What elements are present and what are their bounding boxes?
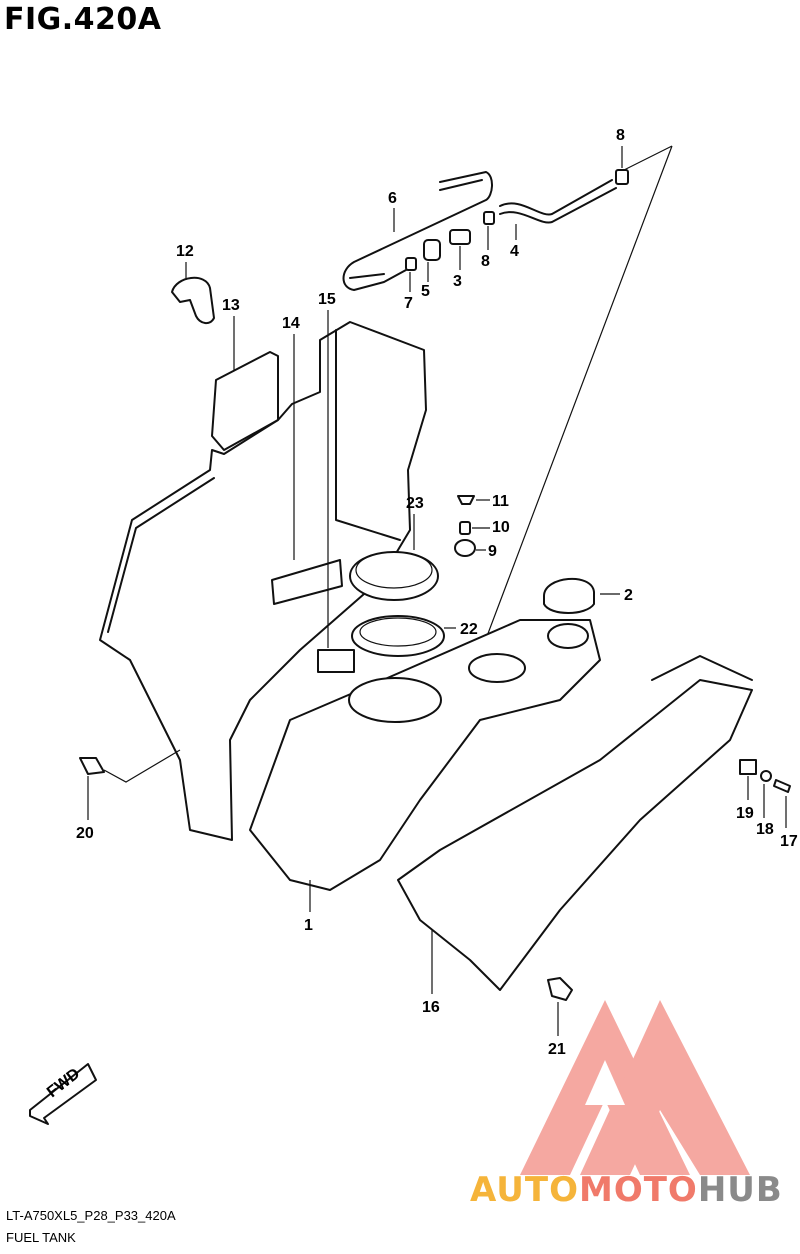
fwd-arrow-icon: FWD [29, 1063, 97, 1125]
callout-labels: 1 2 3 4 5 6 7 8 8 9 10 11 12 13 14 15 16… [76, 127, 798, 1058]
callout-20: 20 [76, 825, 94, 842]
callout-21: 21 [548, 1041, 566, 1058]
fuel-cap-part-2 [543, 578, 595, 614]
callout-4: 4 [510, 243, 519, 260]
callout-22: 22 [460, 621, 478, 638]
callout-8: 8 [616, 127, 625, 144]
collar-part-10 [459, 521, 471, 535]
tank-cover-frame [99, 321, 427, 841]
callout-2: 2 [624, 587, 633, 604]
callout-14: 14 [282, 315, 300, 332]
clip-part-21 [547, 977, 573, 1001]
side-panel-part-16 [397, 679, 753, 991]
seal-part-22 [351, 615, 445, 657]
brand-moto: MOTO [578, 1170, 698, 1210]
callout-17: 17 [780, 833, 798, 850]
watermark-brand: AUTOMOTOHUB [470, 1170, 783, 1210]
valve-part-3 [449, 229, 471, 245]
tank-cap-neck [547, 623, 589, 649]
guard-part-13 [211, 351, 279, 451]
grommet-part-9 [454, 539, 476, 557]
callout-8b: 8 [481, 253, 490, 270]
callout-18: 18 [756, 821, 774, 838]
brand-hub: HUB [697, 1170, 783, 1210]
part-5 [423, 239, 441, 261]
callout-9: 9 [488, 543, 497, 560]
callout-1: 1 [304, 917, 313, 934]
clip-part-8 [615, 169, 629, 185]
breather-hose-part-6 [342, 171, 493, 291]
leader-line [477, 145, 673, 661]
callout-7: 7 [404, 295, 413, 312]
hose-part-4 [499, 179, 613, 216]
watermark-logo [520, 1000, 750, 1175]
figure-code: LT-A750XL5_P28_P33_420A [6, 1208, 176, 1223]
screw-part-17 [773, 779, 791, 793]
pad-part-14 [271, 559, 343, 605]
callout-12: 12 [176, 243, 194, 260]
callout-15: 15 [318, 291, 336, 308]
callout-23: 23 [406, 495, 424, 512]
callout-16: 16 [422, 999, 440, 1016]
pad-part-15 [317, 649, 355, 673]
callout-6: 6 [388, 190, 397, 207]
figure-name: FUEL TANK [6, 1230, 76, 1245]
callout-leaders [87, 146, 787, 1036]
clip-part-8b [483, 211, 495, 225]
tank-filler-neck [348, 677, 442, 723]
callout-19: 19 [736, 805, 754, 822]
callout-10: 10 [492, 519, 510, 536]
callout-5: 5 [421, 283, 430, 300]
callout-3: 3 [453, 273, 462, 290]
tank-port [468, 653, 526, 683]
clip-part-7 [405, 257, 417, 271]
brand-auto: AUTO [470, 1170, 579, 1210]
callout-13: 13 [222, 297, 240, 314]
bolt-part-20 [79, 757, 105, 775]
bracket-part-12 [171, 277, 215, 324]
figure-title: FIG.420A [4, 2, 162, 37]
bolt-part-11 [457, 495, 475, 505]
callout-11: 11 [492, 493, 509, 510]
collar-part-19 [739, 759, 757, 775]
washer-part-18 [760, 770, 772, 782]
